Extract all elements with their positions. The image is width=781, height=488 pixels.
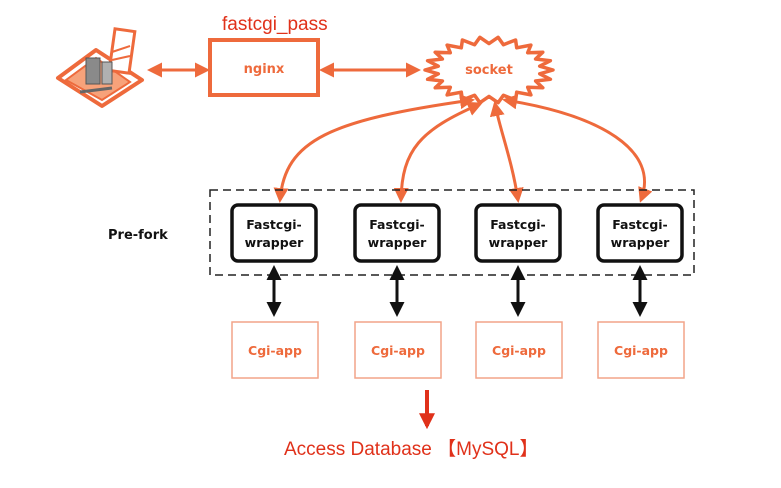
cgi-app-3-label: Cgi-app bbox=[492, 343, 546, 358]
wrapper-1-line1: Fastcgi- bbox=[246, 217, 302, 232]
database-label: Access Database 【MySQL】 bbox=[284, 438, 538, 460]
wrapper-box-1: Fastcgi- wrapper bbox=[230, 203, 318, 263]
cgi-app-box-4: Cgi-app bbox=[597, 321, 685, 379]
cgi-app-box-1: Cgi-app bbox=[231, 321, 319, 379]
browser-client-icon bbox=[56, 27, 144, 108]
wrapper-3-line1: Fastcgi- bbox=[490, 217, 546, 232]
prefork-group bbox=[209, 189, 695, 276]
socket-wrapper2-arrow bbox=[393, 101, 483, 203]
prefork-label: Pre-fork bbox=[108, 228, 168, 243]
fastcgi-pass-label: fastcgi_pass bbox=[222, 14, 328, 35]
cgi-app-2-label: Cgi-app bbox=[371, 343, 425, 358]
nginx-label: nginx bbox=[244, 62, 285, 77]
cgi-app-1-label: Cgi-app bbox=[248, 343, 302, 358]
wrapper-4-line2: wrapper bbox=[611, 235, 671, 250]
socket-label: socket bbox=[465, 63, 513, 78]
cgi-app-box-2: Cgi-app bbox=[354, 321, 442, 379]
wrapper-1-line2: wrapper bbox=[245, 235, 305, 250]
wrapper-2-line2: wrapper bbox=[368, 235, 428, 250]
wrapper-box-3: Fastcgi- wrapper bbox=[474, 203, 562, 263]
cgi-app-box-3: Cgi-app bbox=[475, 321, 563, 379]
socket-node: socket bbox=[423, 35, 555, 105]
socket-wrapper3-arrow bbox=[489, 101, 524, 203]
socket-wrapper4-arrow bbox=[502, 94, 653, 203]
wrapper-3-line2: wrapper bbox=[489, 235, 549, 250]
wrapper-4-line1: Fastcgi- bbox=[612, 217, 668, 232]
wrapper-box-4: Fastcgi- wrapper bbox=[596, 203, 684, 263]
nginx-box: nginx bbox=[208, 38, 320, 97]
wrapper-2-line1: Fastcgi- bbox=[369, 217, 425, 232]
cgi-app-4-label: Cgi-app bbox=[614, 343, 668, 358]
wrapper-box-2: Fastcgi- wrapper bbox=[353, 203, 441, 263]
socket-wrapper1-arrow bbox=[273, 94, 475, 203]
